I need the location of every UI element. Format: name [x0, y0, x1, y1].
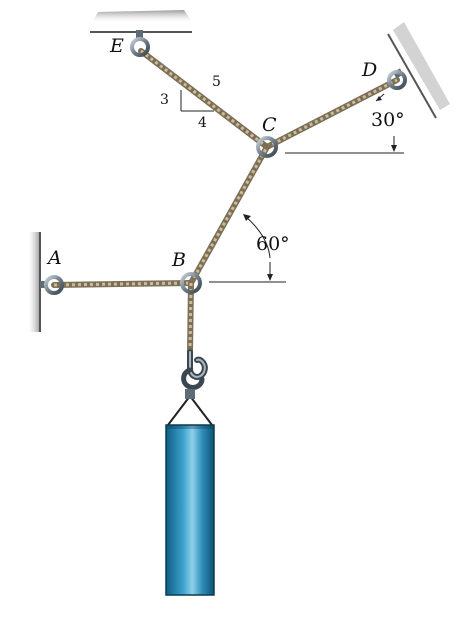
- angle-label-60: 60°: [256, 233, 290, 255]
- angle-arc-60: [243, 214, 273, 281]
- ring-a: [40, 275, 64, 295]
- ring-c: [256, 136, 278, 158]
- slope-triangle: [180, 90, 214, 112]
- slope-rise-label: 3: [160, 92, 169, 108]
- slope-hyp-label: 5: [212, 74, 221, 90]
- ring-b: [180, 272, 202, 294]
- point-label-d: D: [361, 59, 377, 81]
- point-label-a: A: [46, 247, 62, 269]
- ring-e: [130, 30, 150, 57]
- wall-support-a: [28, 232, 41, 332]
- point-label-c: C: [262, 114, 277, 136]
- sling: [167, 389, 213, 426]
- wall-support-d: [387, 22, 450, 119]
- cable-b-hook: [187, 280, 194, 355]
- point-label-e: E: [109, 35, 124, 57]
- cable-cd: [264, 77, 400, 150]
- ring-d: [387, 68, 407, 90]
- cable-ab: [51, 280, 194, 288]
- angle-label-30: 30°: [371, 109, 405, 131]
- cable-bc: [188, 144, 270, 286]
- cable-ce: [138, 48, 270, 150]
- hook: [181, 349, 208, 390]
- point-label-b: B: [171, 249, 186, 271]
- angle-arc-30: [375, 93, 397, 152]
- ceiling-support-e: [90, 10, 192, 33]
- slope-run-label: 4: [198, 115, 207, 131]
- hanging-cylinder: [165, 424, 215, 596]
- cables: [51, 48, 400, 355]
